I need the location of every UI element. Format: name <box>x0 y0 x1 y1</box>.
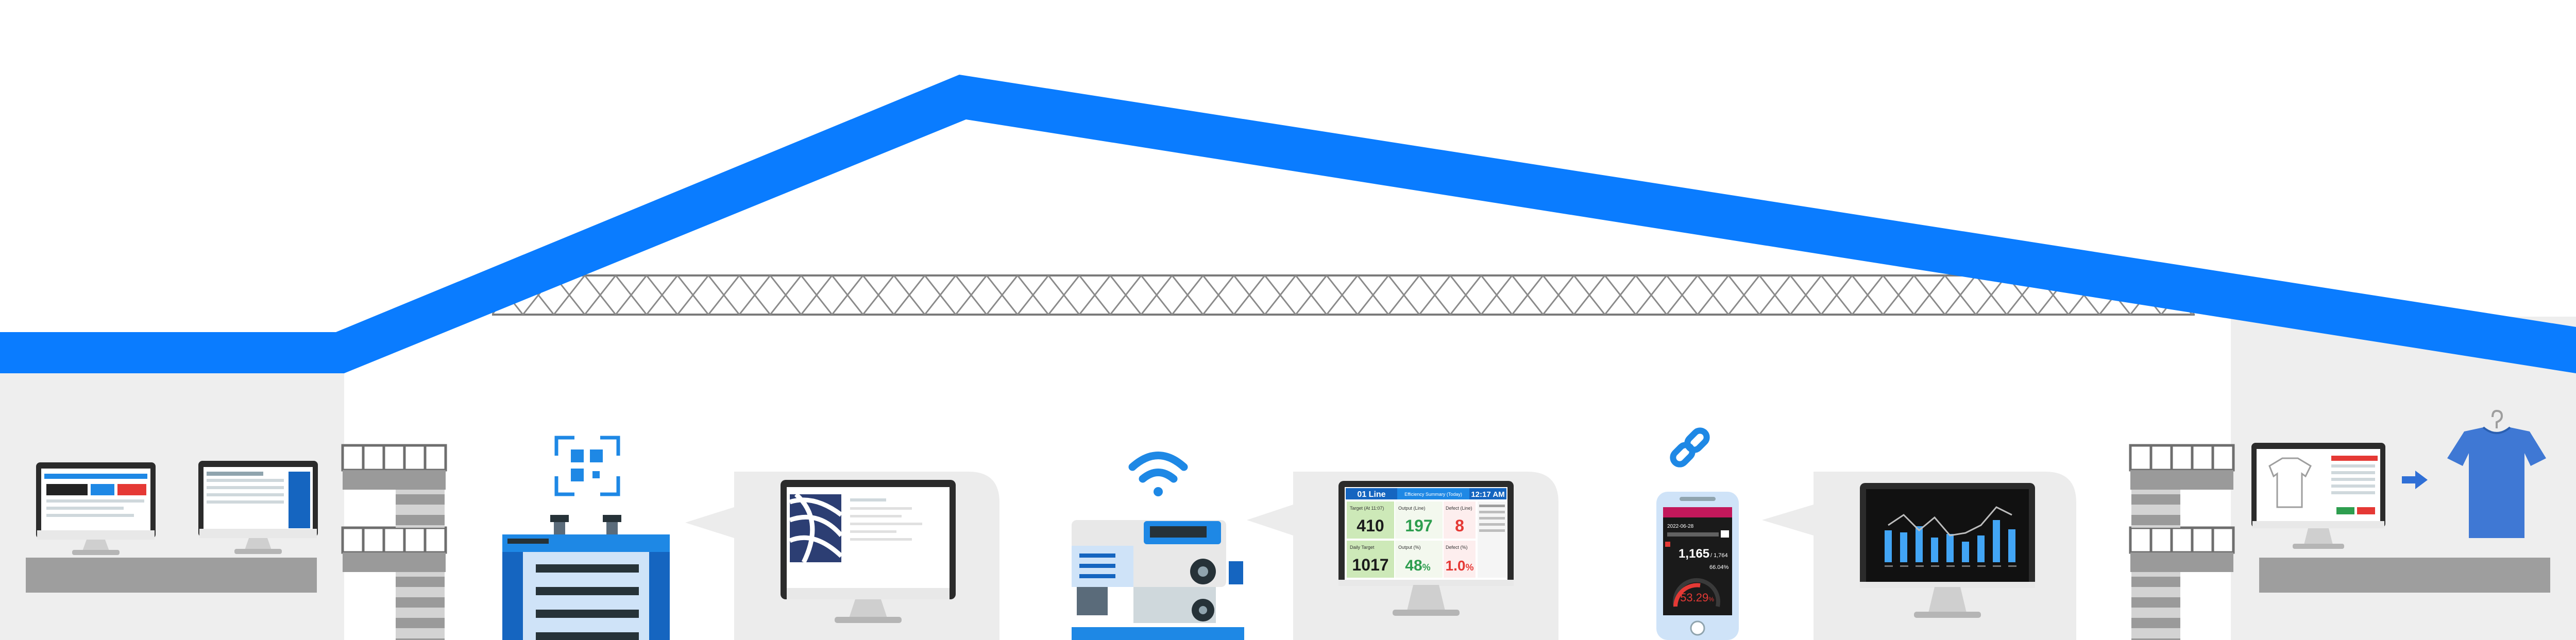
qr-scan-icon <box>554 436 620 496</box>
gauge-number: 53.29 <box>1680 591 1708 604</box>
sewing-machine <box>1072 520 1244 640</box>
roof-truss <box>492 274 2195 316</box>
tile-number: 1.0 <box>1446 558 1466 574</box>
desk <box>26 558 317 593</box>
wifi-icon <box>1128 452 1188 496</box>
chart-bar <box>1931 538 1938 562</box>
desk <box>2259 558 2550 593</box>
right-workstation <box>2251 409 2550 593</box>
chart-bar <box>1916 526 1923 562</box>
tile-label: Daily Target <box>1350 545 1375 550</box>
chart-bar <box>1962 542 1969 562</box>
fabric-swatch-image <box>789 492 843 563</box>
tshirt-icon <box>2447 427 2546 538</box>
tile-value: 1017 <box>1352 556 1388 574</box>
fabric-cutting-machine <box>502 515 670 640</box>
chart-bar <box>1900 532 1907 562</box>
chart-bar <box>1946 534 1954 562</box>
chart-bar <box>2008 529 2015 562</box>
chart-bar <box>1977 535 1985 562</box>
hanger-icon <box>2492 409 2503 428</box>
chart-bar <box>1885 530 1892 562</box>
arrow-right-icon <box>2402 471 2428 489</box>
info-bubble-dashboard: 01 Line Efficiency Summary (Today) 12:17… <box>1247 472 1558 640</box>
info-bubble-fabric <box>685 472 999 640</box>
chart-tick <box>1946 565 1955 567</box>
tile-value: 410 <box>1357 516 1384 535</box>
monitor <box>36 462 156 555</box>
tile-unit: % <box>1422 562 1431 573</box>
tile-label: Target (At 11:07) <box>1350 506 1384 511</box>
chart-tick <box>1993 565 2001 567</box>
smartphone: 2022-06-28 1,165 / 1,764 66.04% 53.29% <box>1656 492 1739 640</box>
dashboard-header: Efficiency Summary (Today) <box>1404 492 1462 497</box>
phone-total: / 1,764 <box>1710 552 1728 559</box>
gauge-value: 53.29% <box>1680 591 1714 604</box>
tile-label: Output (Line) <box>1398 506 1426 511</box>
tile-number: 48 <box>1405 557 1422 574</box>
phone-percent: 66.04% <box>1709 564 1729 570</box>
tshirt-preview <box>2268 457 2312 508</box>
chart-tick <box>1916 565 1924 567</box>
info-bubble-analytics <box>1762 472 2076 640</box>
monitor <box>2251 443 2385 549</box>
chart-bar <box>1993 520 2000 562</box>
chart-tick <box>1931 565 1939 567</box>
gauge-unit: % <box>1708 596 1714 603</box>
tile-value: 48% <box>1405 557 1430 574</box>
tile-unit: % <box>1465 562 1473 573</box>
link-icon <box>1670 427 1710 468</box>
chart-tick <box>1962 565 1970 567</box>
phone-count: 1,165 <box>1679 547 1709 561</box>
dashboard-line-title: 01 Line <box>1357 490 1385 499</box>
chart-tick <box>1885 565 1893 567</box>
left-rack <box>341 444 447 640</box>
tile-label: Defect (%) <box>1446 545 1468 550</box>
left-workstation <box>26 461 318 593</box>
chart-tick <box>1900 565 1908 567</box>
tile-value: 197 <box>1405 516 1432 535</box>
right-rack <box>2129 444 2235 640</box>
tile-label: Defect (Line) <box>1446 506 1472 511</box>
tile-value: 1.0% <box>1446 558 1474 574</box>
factory-roof <box>0 75 2576 373</box>
dashboard-time: 12:17 AM <box>1471 490 1504 499</box>
chart-tick <box>2008 565 2016 567</box>
monitor <box>198 461 318 554</box>
phone-date: 2022-06-28 <box>1667 524 1694 529</box>
chart-tick <box>1977 565 1986 567</box>
tile-label: Output (%) <box>1398 545 1421 550</box>
trend-line <box>1888 506 2012 537</box>
tile-value: 8 <box>1455 516 1464 535</box>
analytics-chart <box>1885 520 2016 567</box>
phone-gauge: 53.29% <box>1673 578 1720 607</box>
